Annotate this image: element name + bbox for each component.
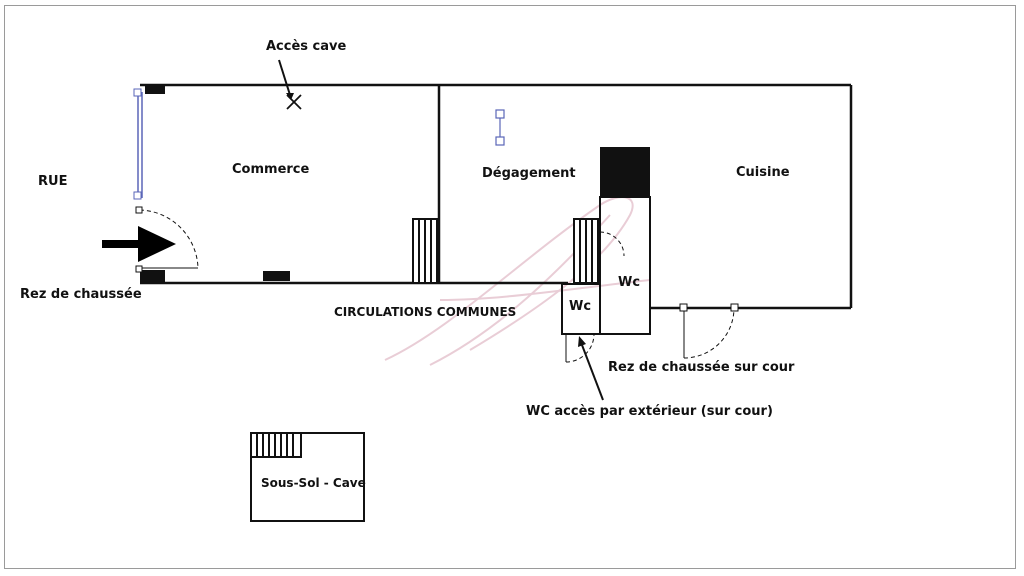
degagement-window (495, 109, 505, 146)
stairs-wc (573, 218, 599, 284)
label-sous-sol: Sous-Sol - Cave (261, 476, 366, 490)
commerce-walls (140, 83, 441, 285)
wc-door-swing (599, 231, 625, 257)
label-rez-chaussee: Rez de chaussée (20, 287, 142, 302)
wall-block (140, 270, 165, 282)
wall-block (263, 271, 290, 281)
label-rue: RUE (38, 174, 68, 189)
entrance-arrow-icon (102, 226, 176, 262)
stairs-circulation (412, 218, 438, 284)
stairs-cave (250, 432, 302, 458)
wc-block-outline (599, 196, 651, 335)
label-wc-upper: Wc (618, 275, 641, 290)
drawing-frame (4, 5, 1016, 569)
label-wc-exterieur: WC accès par extérieur (sur cour) (526, 404, 773, 419)
label-acces-cave: Accès cave (266, 39, 347, 54)
cave-access-mark-icon (286, 94, 302, 110)
label-rez-cour: Rez de chaussée sur cour (608, 360, 795, 375)
courtyard-door (679, 303, 739, 359)
cave-access-arrow (278, 59, 294, 100)
wall-block (145, 86, 165, 94)
label-degagement: Dégagement (482, 166, 576, 181)
label-wc-lower: Wc (569, 299, 592, 314)
facade-window (133, 88, 143, 200)
wc-exterior-arrow (578, 336, 604, 401)
label-circulations: CIRCULATIONS COMMUNES (334, 305, 517, 319)
wc-exterior-walls (561, 283, 601, 335)
dark-block (600, 147, 650, 197)
label-commerce: Commerce (232, 162, 310, 177)
cave-room (250, 432, 365, 522)
entrance-door (135, 206, 199, 273)
label-cuisine: Cuisine (736, 165, 790, 180)
